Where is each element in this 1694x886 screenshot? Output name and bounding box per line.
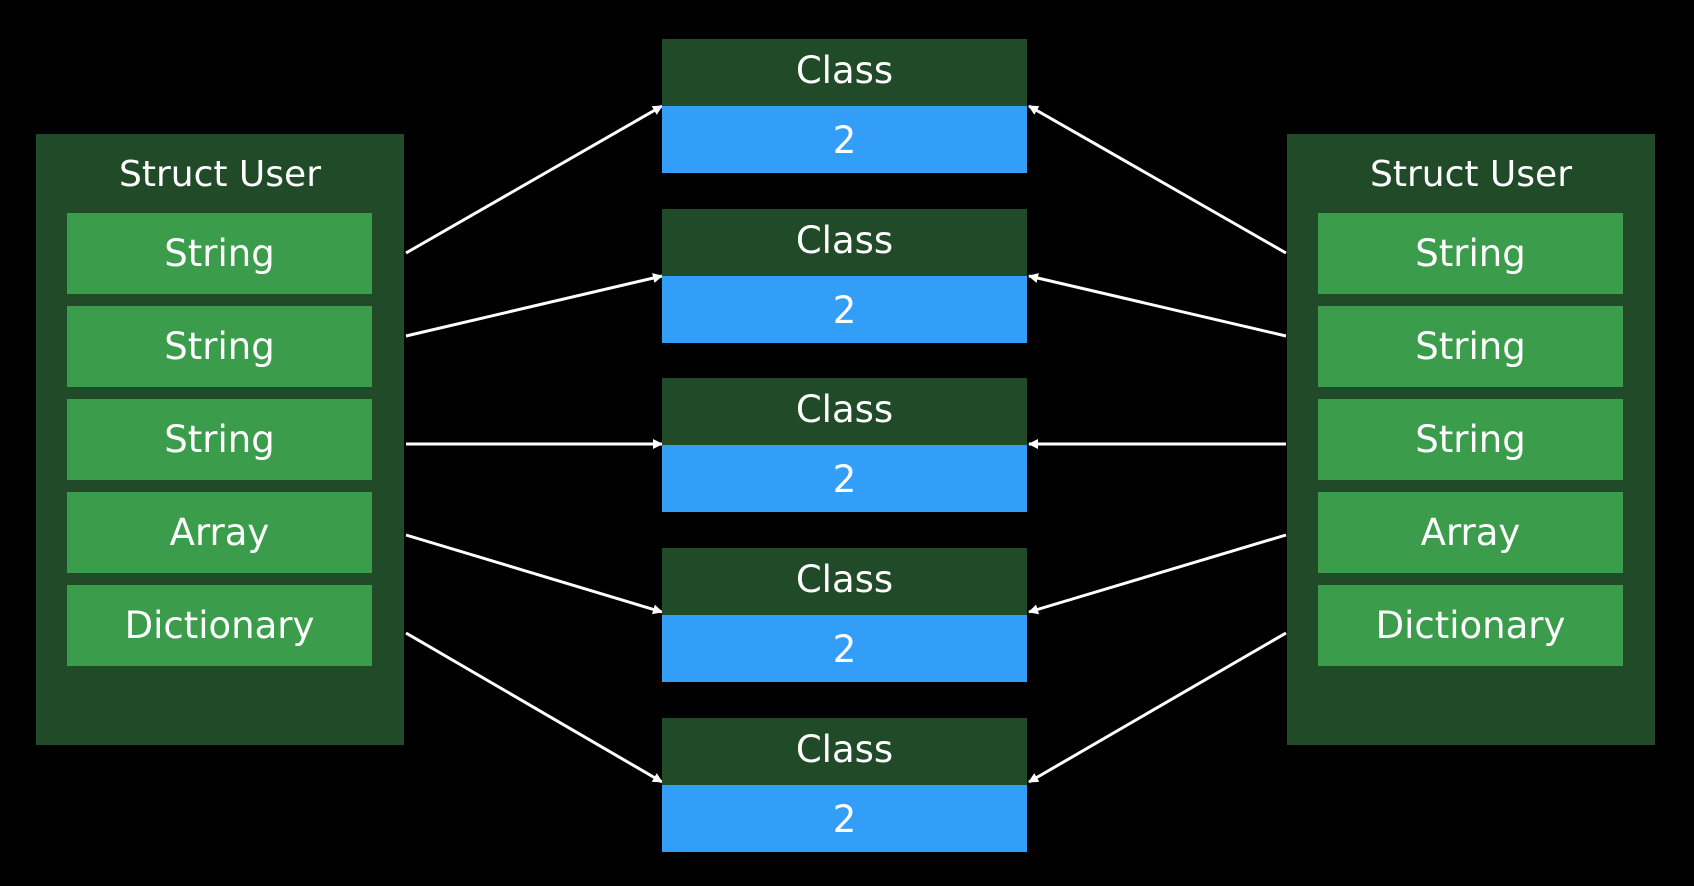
arrow-right-field-5	[1028, 631, 1287, 784]
reference-count: 2	[662, 276, 1027, 343]
object-class-label: Class	[662, 39, 1027, 106]
heap-object-2: Class 2	[662, 209, 1027, 343]
arrow-left-field-1	[405, 104, 663, 255]
arrow-right-field-2	[1028, 273, 1287, 338]
object-class-label: Class	[662, 378, 1027, 445]
arrow-right-field-4	[1028, 533, 1287, 615]
reference-count: 2	[662, 106, 1027, 173]
arrow-left-field-5	[405, 631, 663, 784]
reference-count: 2	[662, 785, 1027, 852]
object-class-label: Class	[662, 209, 1027, 276]
arrow-left-field-2	[405, 273, 663, 338]
heap-object-3: Class 2	[662, 378, 1027, 512]
struct-field: Array	[1318, 492, 1623, 573]
arrow-right-field-1	[1028, 104, 1287, 255]
struct-title: Struct User	[119, 154, 321, 195]
struct-field: String	[67, 306, 372, 387]
struct-field: String	[67, 213, 372, 294]
reference-count: 2	[662, 615, 1027, 682]
reference-count: 2	[662, 445, 1027, 512]
heap-object-4: Class 2	[662, 548, 1027, 682]
heap-object-5: Class 2	[662, 718, 1027, 852]
struct-field: String	[67, 399, 372, 480]
struct-field: Dictionary	[67, 585, 372, 666]
left-struct-user: Struct User String String String Array D…	[36, 134, 404, 745]
struct-field: String	[1318, 399, 1623, 480]
struct-title: Struct User	[1370, 154, 1572, 195]
struct-field: Array	[67, 492, 372, 573]
heap-object-1: Class 2	[662, 39, 1027, 173]
struct-field: String	[1318, 213, 1623, 294]
struct-field: Dictionary	[1318, 585, 1623, 666]
right-struct-user: Struct User String String String Array D…	[1287, 134, 1655, 745]
arrow-left-field-4	[405, 533, 663, 615]
object-class-label: Class	[662, 718, 1027, 785]
struct-field: String	[1318, 306, 1623, 387]
object-class-label: Class	[662, 548, 1027, 615]
